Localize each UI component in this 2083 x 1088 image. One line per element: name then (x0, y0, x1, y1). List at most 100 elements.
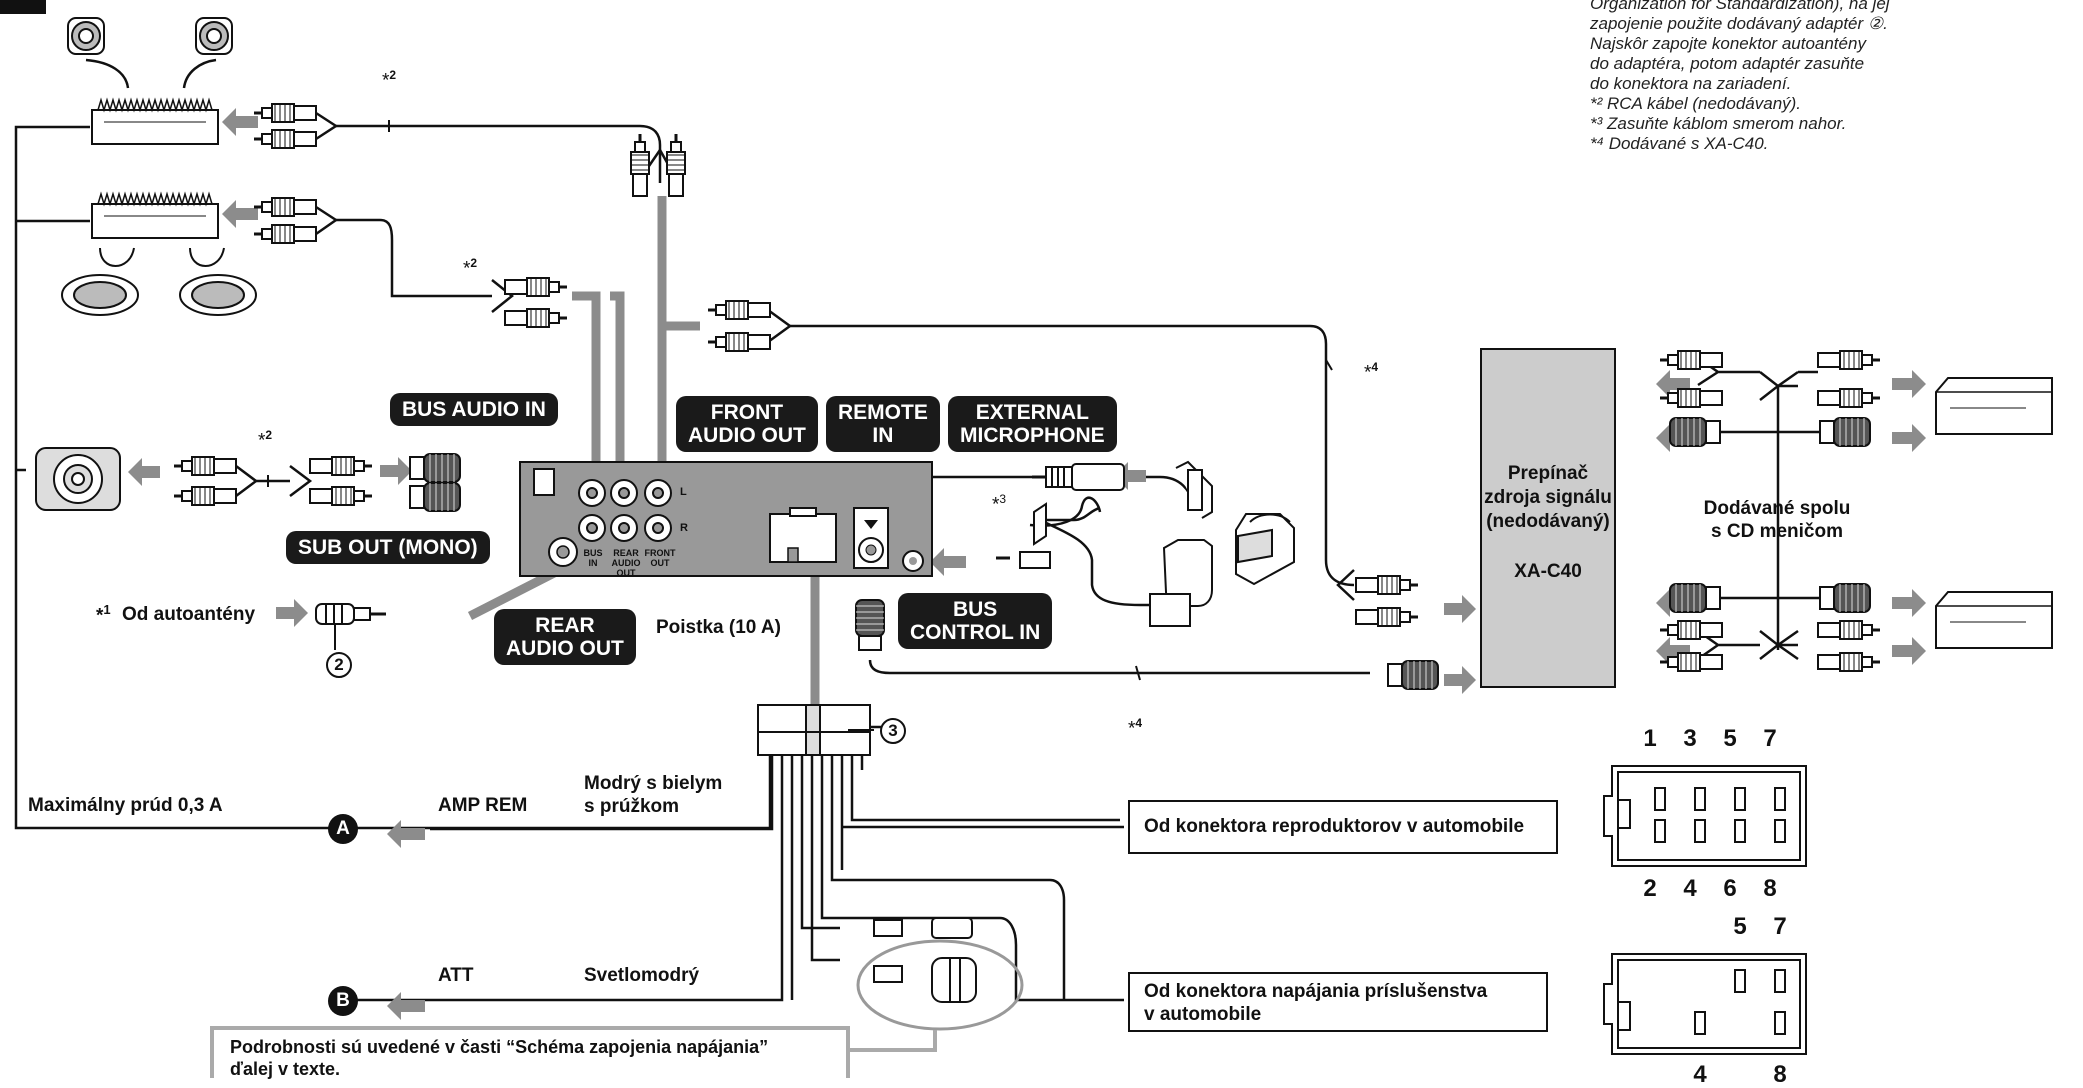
microphones (1149, 513, 1295, 627)
remote-in-label: REMOTE IN (826, 396, 940, 452)
pin-label: 7 (1763, 725, 1777, 752)
pin-label: 5 (1733, 913, 1747, 940)
callout-line1: Podrobnosti sú uvedené v časti “Schéma z… (230, 1037, 769, 1057)
marker-4a-star: * (1364, 362, 1372, 384)
pin-connector-8 (1603, 765, 1807, 867)
marker-2a-num: 2 (389, 68, 397, 82)
amplifiers (91, 99, 219, 239)
antenna-sup: 1 (103, 602, 111, 617)
pin-connector-power (1603, 953, 1807, 1055)
pin-label: 7 (1773, 913, 1787, 940)
pin-label: 8 (1773, 1061, 1787, 1088)
rear-audio-out-label: REAR AUDIO OUT (494, 609, 636, 665)
blue-white-label: Modrý s bielym s prúžkom (584, 772, 722, 818)
note-marker-4a: *4 (1364, 356, 1378, 384)
external-mic-line1: EXTERNAL (975, 401, 1089, 424)
amp-rem-label: AMP REM (438, 795, 528, 816)
callout-line2: ďalej v texte. (230, 1059, 340, 1079)
bus-audio-in-label: BUS AUDIO IN (390, 393, 558, 426)
note-marker-3: *3 (992, 488, 1006, 516)
arrows (128, 108, 1926, 1020)
marker-2c-star: * (258, 430, 266, 452)
power-connector-line2: v automobile (1144, 1004, 1262, 1025)
jack-bus-in-label: BUS IN (583, 548, 603, 568)
front-audio-out-label: FRONT AUDIO OUT (676, 396, 818, 452)
marker-2a-star: * (382, 70, 390, 92)
note-line: *³ Zasuňte káblom smerom nahor. (1590, 114, 1847, 133)
ticks (267, 120, 1333, 681)
note-marker-2a: *2 (382, 64, 396, 92)
head-unit (519, 461, 933, 577)
front-audio-out-line1: FRONT (710, 401, 784, 424)
marker-2c-num: 2 (265, 428, 273, 442)
pin-label: 5 (1723, 725, 1737, 752)
marker-4a-num: 4 (1371, 360, 1379, 374)
note-line: *⁴ Dodávané s XA-C40. (1590, 134, 1769, 153)
note-line: Organization for Standardization), na je… (1590, 0, 1890, 13)
antenna-adapter (315, 603, 386, 650)
bus-control-in-label: BUS CONTROL IN (898, 593, 1053, 649)
note-line: zapojenie použite dodávaný adaptér ②. (1590, 14, 1888, 33)
circle-a: A (328, 814, 358, 844)
bus-control-in-line2: CONTROL IN (910, 621, 1041, 644)
max-current-label: Maximálny prúd 0,3 A (28, 795, 223, 816)
external-microphone-label: EXTERNAL MICROPHONE (948, 396, 1117, 452)
corner-block (0, 0, 46, 14)
jack-rear-label: REAR AUDIO OUT (611, 548, 641, 578)
cd-changer-label: Dodávané spolu s CD meničom (1702, 497, 1852, 543)
pin-label: 6 (1723, 875, 1737, 902)
marker-4b-star: * (1128, 718, 1136, 740)
cd-changers (1935, 377, 2053, 649)
rear-audio-out-line1: REAR (535, 614, 595, 637)
bus-control-in-line1: BUS (952, 598, 998, 621)
external-mic-line2: MICROPHONE (960, 424, 1105, 447)
pin-label: 4 (1693, 1061, 1707, 1088)
pin-label: 2 (1643, 875, 1657, 902)
tweeter-speakers (67, 17, 233, 55)
antenna-asterisk: * (96, 605, 104, 627)
selector-line3: (nedodávaný) (1486, 511, 1610, 532)
harness-number-3: 3 (880, 718, 906, 744)
note-marker-2c: *2 (258, 424, 272, 452)
light-blue-label: Svetlomodrý (584, 965, 700, 986)
note-line: *² RCA kábel (nedodávaný). (1590, 94, 1802, 113)
marker-2b-num: 2 (470, 256, 478, 270)
adapter-number-2: 2 (326, 652, 352, 678)
pin-label: 3 (1683, 725, 1697, 752)
subwoofer (35, 447, 121, 511)
remote-in-line2: IN (872, 424, 894, 447)
speaker-connector-box: Od konektora reproduktorov v automobile (1128, 800, 1558, 854)
att-label: ATT (438, 965, 474, 986)
cd-changer-line2: s CD meničom (1711, 521, 1843, 542)
antenna-label: Od autoantény (122, 604, 256, 625)
jack-l-label: L (680, 486, 687, 498)
footnotes: Organization for Standardization), na je… (1590, 0, 2030, 154)
marker-2b-star: * (463, 258, 471, 280)
jack-r-label: R (680, 522, 688, 534)
selector-line2: zdroja signálu (1484, 487, 1612, 508)
marker-4b-num: 4 (1135, 716, 1143, 730)
mic-plugs (996, 460, 1213, 569)
front-audio-out-line2: AUDIO OUT (688, 424, 806, 447)
rca-plugs (174, 104, 1882, 673)
oval-speakers (61, 247, 257, 316)
note-marker-4b: *4 (1128, 712, 1142, 740)
blue-white-line1: Modrý s bielym (584, 773, 723, 794)
selector-line4: XA-C40 (1514, 561, 1582, 582)
note-marker-2b: *2 (463, 252, 477, 280)
sub-out-label: SUB OUT (MONO) (286, 531, 490, 564)
source-selector-box: Prepínač zdroja signálu (nedodávaný) XA-… (1480, 348, 1616, 688)
fuse-label: Poistka (10 A) (656, 617, 781, 638)
cd-changer-line1: Dodávané spolu (1703, 498, 1851, 519)
pin-label: 8 (1763, 875, 1777, 902)
selector-line1: Prepínač (1507, 463, 1589, 484)
note-line: Najskôr zapojte konektor autoantény (1590, 34, 1866, 53)
note-line: do adaptéra, potom adaptér zasuňte (1590, 54, 1865, 73)
power-connector-line1: Od konektora napájania príslušenstva (1144, 981, 1488, 1002)
harness-connector (757, 704, 874, 756)
marker-3-star: * (992, 494, 1000, 516)
circle-b: B (328, 986, 358, 1016)
pin-label: 1 (1643, 725, 1657, 752)
remote-in-line1: REMOTE (838, 401, 928, 424)
note-line: do konektora na zariadení. (1590, 74, 1792, 93)
